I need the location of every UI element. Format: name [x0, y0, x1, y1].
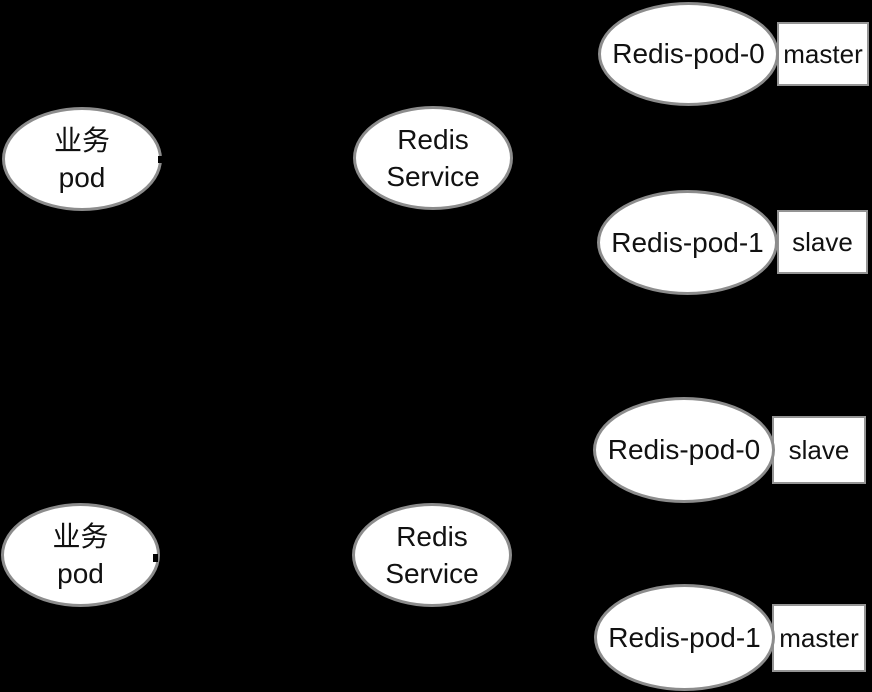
- arrow-artifact-bottom: [153, 554, 158, 562]
- redis-pod-0-node-bottom: Redis-pod-0: [593, 397, 775, 503]
- redis-service-label-line2: Service: [386, 161, 480, 192]
- role-label: slave: [788, 434, 850, 465]
- redis-pod-1-node-top: Redis-pod-1: [597, 190, 778, 295]
- redis-service-label-line2: Service: [385, 558, 479, 589]
- client-pod-node-top: 业务 pod: [2, 107, 162, 211]
- redis-service-label-line1: Redis: [396, 521, 468, 552]
- arrow-artifact-top: [158, 156, 163, 163]
- role-label: master: [779, 622, 859, 653]
- role-badge-bottom-pod1: master: [772, 604, 866, 672]
- redis-pod-0-node-top: Redis-pod-0: [598, 2, 779, 106]
- pod-name-label: Redis-pod-0: [612, 38, 765, 69]
- client-pod-label-line1: 业务: [52, 521, 109, 552]
- role-label: slave: [792, 226, 853, 257]
- redis-service-label-line1: Redis: [397, 124, 469, 155]
- client-pod-node-bottom: 业务 pod: [1, 503, 160, 607]
- role-label: master: [783, 38, 863, 69]
- client-pod-label-line2: pod: [57, 558, 104, 589]
- pod-name-label: Redis-pod-1: [608, 621, 761, 653]
- pod-name-label: Redis-pod-1: [611, 226, 764, 258]
- client-pod-label-line2: pod: [58, 162, 106, 193]
- role-badge-top-pod0: master: [777, 22, 869, 86]
- pod-name-label: Redis-pod-0: [607, 434, 761, 465]
- redis-pod-1-node-bottom: Redis-pod-1: [594, 584, 775, 691]
- role-badge-top-pod1: slave: [777, 210, 868, 274]
- role-badge-bottom-pod0: slave: [772, 416, 866, 484]
- redis-service-node-bottom: Redis Service: [352, 503, 512, 607]
- redis-service-node-top: Redis Service: [353, 106, 513, 210]
- client-pod-label-line1: 业务: [53, 125, 110, 156]
